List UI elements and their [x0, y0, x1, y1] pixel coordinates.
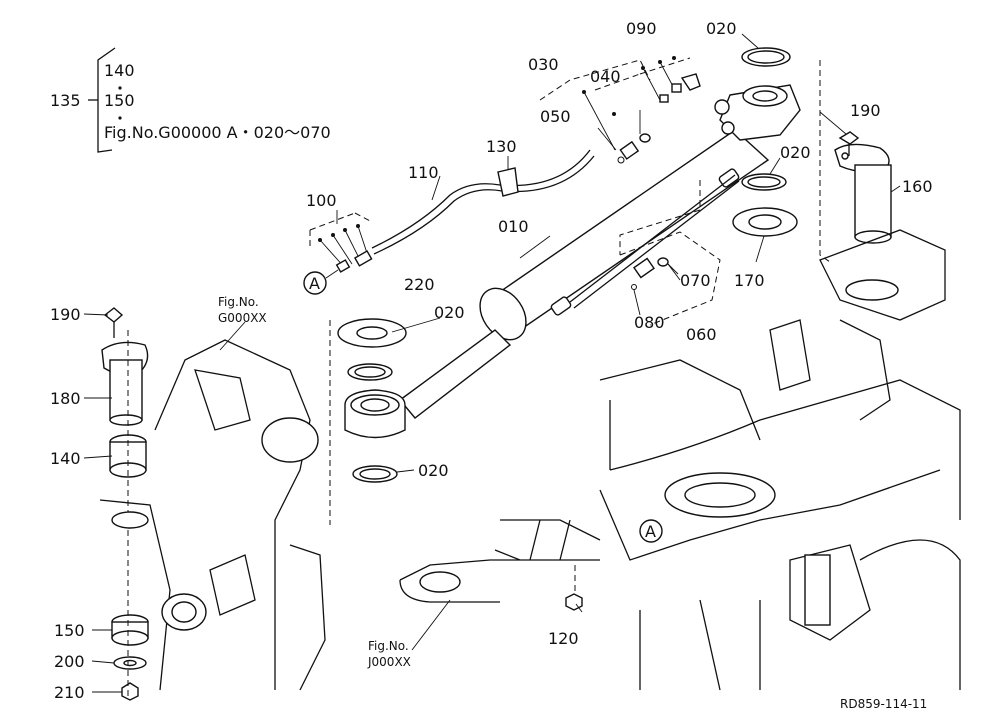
- fitting-group-090: [641, 56, 701, 103]
- callout-010: 010: [498, 217, 529, 236]
- callout-140: 140: [50, 449, 81, 468]
- washer-170: [732, 207, 798, 237]
- bushing-160: [834, 143, 892, 244]
- callout-135: 135: [50, 91, 81, 110]
- callout-130: 130: [486, 137, 517, 156]
- callout-080: 080: [634, 313, 665, 332]
- callout-190-left: 190: [50, 305, 81, 324]
- callout-170: 170: [734, 271, 765, 290]
- reference-a-left: A: [303, 269, 339, 295]
- circle-a-left-label: A: [309, 274, 320, 293]
- washer-200: [113, 656, 147, 670]
- fig-ref-g-line1: Fig.No.: [218, 295, 259, 309]
- fitting-group-030: [539, 57, 691, 164]
- callout-200: 200: [54, 652, 85, 671]
- callout-060: 060: [686, 325, 717, 344]
- figure-ref-j000xx: Fig.No. J000XX: [367, 639, 411, 669]
- fitting-group-060: [619, 231, 721, 326]
- callout-070: 070: [680, 271, 711, 290]
- bolt-190-left: [103, 307, 124, 338]
- group-135-item-150: 150: [104, 91, 135, 110]
- bushing-180: [101, 341, 149, 426]
- fig-ref-j-line2: J000XX: [367, 655, 411, 669]
- callout-190-right: 190: [850, 101, 881, 120]
- guide-line-right: [819, 60, 831, 263]
- nut-210: [121, 682, 139, 701]
- callout-220: 220: [404, 275, 435, 294]
- guide-line-mid: [619, 180, 701, 255]
- callout-100: 100: [306, 191, 337, 210]
- callout-040: 040: [590, 67, 621, 86]
- seal-020-low: [352, 465, 398, 483]
- callout-090: 090: [626, 19, 657, 38]
- callout-labels: 010 020 020 020 020 030 040 050 060 070 …: [50, 19, 933, 702]
- circle-a-right-label: A: [645, 522, 656, 541]
- seal-020-mid: [741, 173, 787, 191]
- callout-030: 030: [528, 55, 559, 74]
- reference-a-right: A: [639, 519, 663, 543]
- fig-ref-j-line1: Fig.No.: [368, 639, 409, 653]
- callout-110: 110: [408, 163, 439, 182]
- group-135-item-fig-ref: Fig.No.G00000 A・020～070: [104, 123, 331, 142]
- callout-020-top: 020: [706, 19, 737, 38]
- callout-210: 210: [54, 683, 85, 702]
- bolt-190-right: [838, 131, 860, 156]
- washer-220: [337, 318, 407, 348]
- cylinder-010: [344, 84, 801, 439]
- bushing-150: [111, 614, 149, 646]
- callout-150: 150: [54, 621, 85, 640]
- callout-020-low: 020: [418, 461, 449, 480]
- seal-020-left: [347, 363, 393, 381]
- callout-020-mid: 020: [780, 143, 811, 162]
- drawing-code: RD859-114-11: [840, 697, 927, 711]
- swing-bracket-casting: [99, 339, 326, 691]
- pipe-110: [371, 149, 595, 255]
- fitting-group-100: [309, 212, 373, 273]
- group-135: 135 140 150 Fig.No.G00000 A・020～070: [50, 47, 331, 153]
- callout-050: 050: [540, 107, 571, 126]
- callout-160: 160: [902, 177, 933, 196]
- leader-lines: [83, 33, 901, 693]
- group-135-item-140: 140: [104, 61, 135, 80]
- fig-ref-g-line2: G000XX: [218, 311, 267, 325]
- figure-ref-g000xx: Fig.No. G000XX: [218, 295, 267, 325]
- callout-120: 120: [548, 629, 579, 648]
- seal-020-top: [741, 47, 791, 67]
- callout-180: 180: [50, 389, 81, 408]
- callout-020-left: 020: [434, 303, 465, 322]
